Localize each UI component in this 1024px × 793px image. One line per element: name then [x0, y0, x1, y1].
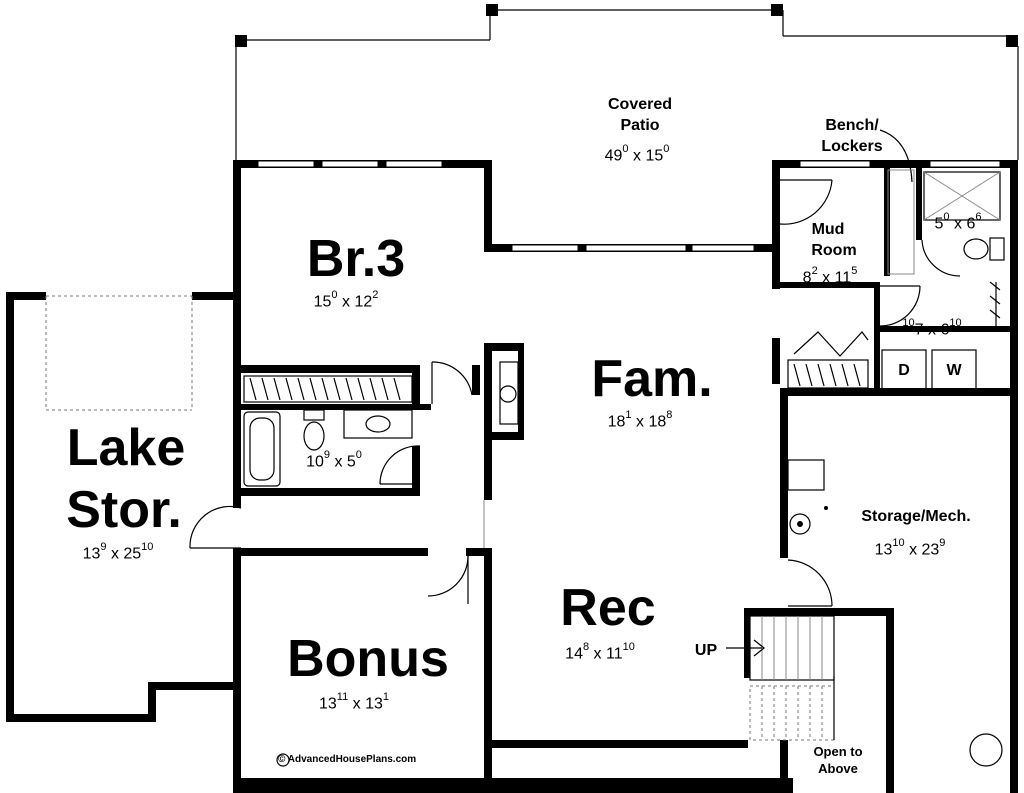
- shower-bath-dimensions: 50 x 66: [934, 211, 982, 233]
- mudroom-dimensions: 82 x 115: [802, 265, 858, 287]
- washer-label: W: [946, 362, 962, 379]
- rec-dimensions: 148 x 1110: [565, 641, 635, 663]
- patio-label-1: Covered: [607, 96, 673, 113]
- bench-label-1: Bench/: [825, 117, 879, 134]
- fam-name: Fam.: [591, 350, 713, 408]
- dryer-label: D: [898, 362, 910, 379]
- windows: [257, 160, 1001, 252]
- copyright-text: © AdvancedHousePlans.com: [278, 754, 417, 765]
- stairs-up-label: UP: [694, 642, 718, 659]
- bench-label-2: Lockers: [821, 138, 883, 155]
- closets: [243, 169, 1001, 403]
- walls: [6, 160, 1018, 793]
- patio-label-2: Patio: [620, 117, 660, 134]
- patio-outline: [235, 4, 1019, 162]
- lake-stor-name-2: Stor.: [66, 481, 182, 539]
- mudroom-label-1: Mud: [811, 221, 845, 238]
- br3-name: Br.3: [306, 230, 406, 288]
- patio-dimensions: 490 x 150: [604, 143, 670, 165]
- staircase: [726, 615, 835, 741]
- bonus-dimensions: 1311 x 131: [318, 691, 390, 713]
- storage-mech-dimensions: 1310 x 239: [874, 537, 946, 559]
- lake-storage-door: [45, 295, 193, 411]
- lake-stor-name-1: Lake: [66, 419, 186, 477]
- laundry-dimensions: 107 x 610: [902, 317, 962, 339]
- lake-stor-dimensions: 139 x 2510: [82, 541, 154, 563]
- open-to-above-2: Above: [818, 761, 858, 776]
- storage-mech-name: Storage/Mech.: [861, 508, 971, 525]
- bath-dimensions: 109 x 50: [306, 449, 362, 471]
- door-swings: [189, 129, 961, 607]
- fixtures: [243, 171, 1005, 767]
- bonus-name: Bonus: [287, 630, 449, 688]
- mudroom-label-2: Room: [811, 242, 857, 259]
- rec-name: Rec: [560, 579, 656, 637]
- copyright-icon: [276, 753, 290, 767]
- open-to-above-1: Open to: [813, 744, 863, 759]
- fam-dimensions: 181 x 188: [607, 409, 673, 431]
- br3-dimensions: 150 x 122: [313, 289, 379, 311]
